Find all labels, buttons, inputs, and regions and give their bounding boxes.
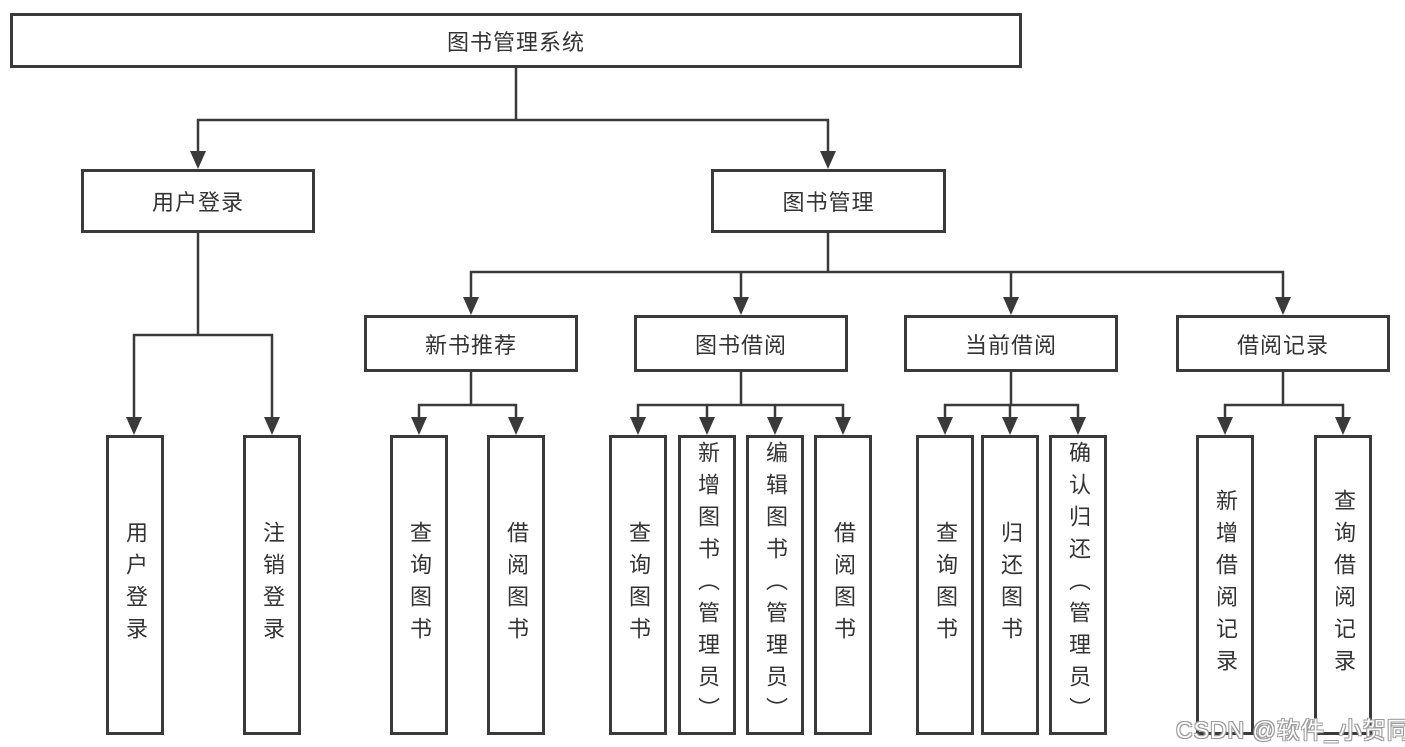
- leaf-query-books-borrow: 查询图书: [609, 435, 667, 735]
- node-new-book-recommend: 新书推荐: [364, 315, 578, 372]
- leaf-return-book-label: 归还图书: [998, 521, 1023, 649]
- leaf-query-books-recommend: 查询图书: [390, 435, 448, 735]
- leaf-logout: 注销登录: [243, 435, 301, 735]
- leaf-borrow-books: 借阅图书: [814, 435, 872, 735]
- leaf-query-books-recommend-label: 查询图书: [407, 521, 432, 649]
- leaf-query-borrow-record-label: 查询借阅记录: [1331, 489, 1356, 681]
- leaf-borrow-books-recommend-label: 借阅图书: [504, 521, 529, 649]
- leaf-user-login-label: 用户登录: [123, 521, 148, 649]
- leaf-confirm-return-admin: 确认归还（管理员）: [1049, 435, 1107, 735]
- node-user-login: 用户登录: [81, 169, 315, 233]
- leaf-confirm-return-admin-label: 确认归还（管理员）: [1066, 441, 1091, 729]
- leaf-borrow-books-label: 借阅图书: [831, 521, 856, 649]
- node-book-borrow-label: 图书借阅: [694, 332, 787, 358]
- leaf-add-borrow-record: 新增借阅记录: [1196, 435, 1254, 735]
- leaf-query-books-current-label: 查询图书: [933, 521, 958, 649]
- node-new-book-recommend-label: 新书推荐: [424, 332, 517, 358]
- node-current-borrow-label: 当前借阅: [964, 332, 1057, 358]
- node-book-management: 图书管理: [711, 169, 946, 233]
- leaf-query-borrow-record: 查询借阅记录: [1314, 435, 1372, 735]
- leaf-query-books-borrow-label: 查询图书: [626, 521, 651, 649]
- node-current-borrow: 当前借阅: [904, 315, 1118, 372]
- node-borrow-records: 借阅记录: [1176, 315, 1390, 372]
- node-book-borrow: 图书借阅: [634, 315, 848, 372]
- leaf-borrow-books-recommend: 借阅图书: [487, 435, 545, 735]
- leaf-add-book-admin: 新增图书（管理员）: [678, 435, 736, 735]
- csdn-watermark: CSDN @软件_小贺同学: [1176, 717, 1405, 743]
- node-root-system: 图书管理系统: [10, 13, 1022, 68]
- leaf-add-borrow-record-label: 新增借阅记录: [1213, 489, 1238, 681]
- node-root-label: 图书管理系统: [446, 29, 585, 55]
- leaf-add-book-admin-label: 新增图书（管理员）: [695, 441, 720, 729]
- leaf-query-books-current: 查询图书: [916, 435, 974, 735]
- leaf-return-book: 归还图书: [981, 435, 1039, 735]
- node-user-login-label: 用户登录: [151, 190, 244, 215]
- leaf-edit-book-admin-label: 编辑图书（管理员）: [763, 441, 788, 729]
- leaf-user-login: 用户登录: [106, 435, 164, 735]
- leaf-logout-label: 注销登录: [260, 521, 285, 649]
- node-book-management-label: 图书管理: [782, 190, 875, 215]
- leaf-edit-book-admin: 编辑图书（管理员）: [746, 435, 804, 735]
- node-borrow-records-label: 借阅记录: [1236, 332, 1329, 358]
